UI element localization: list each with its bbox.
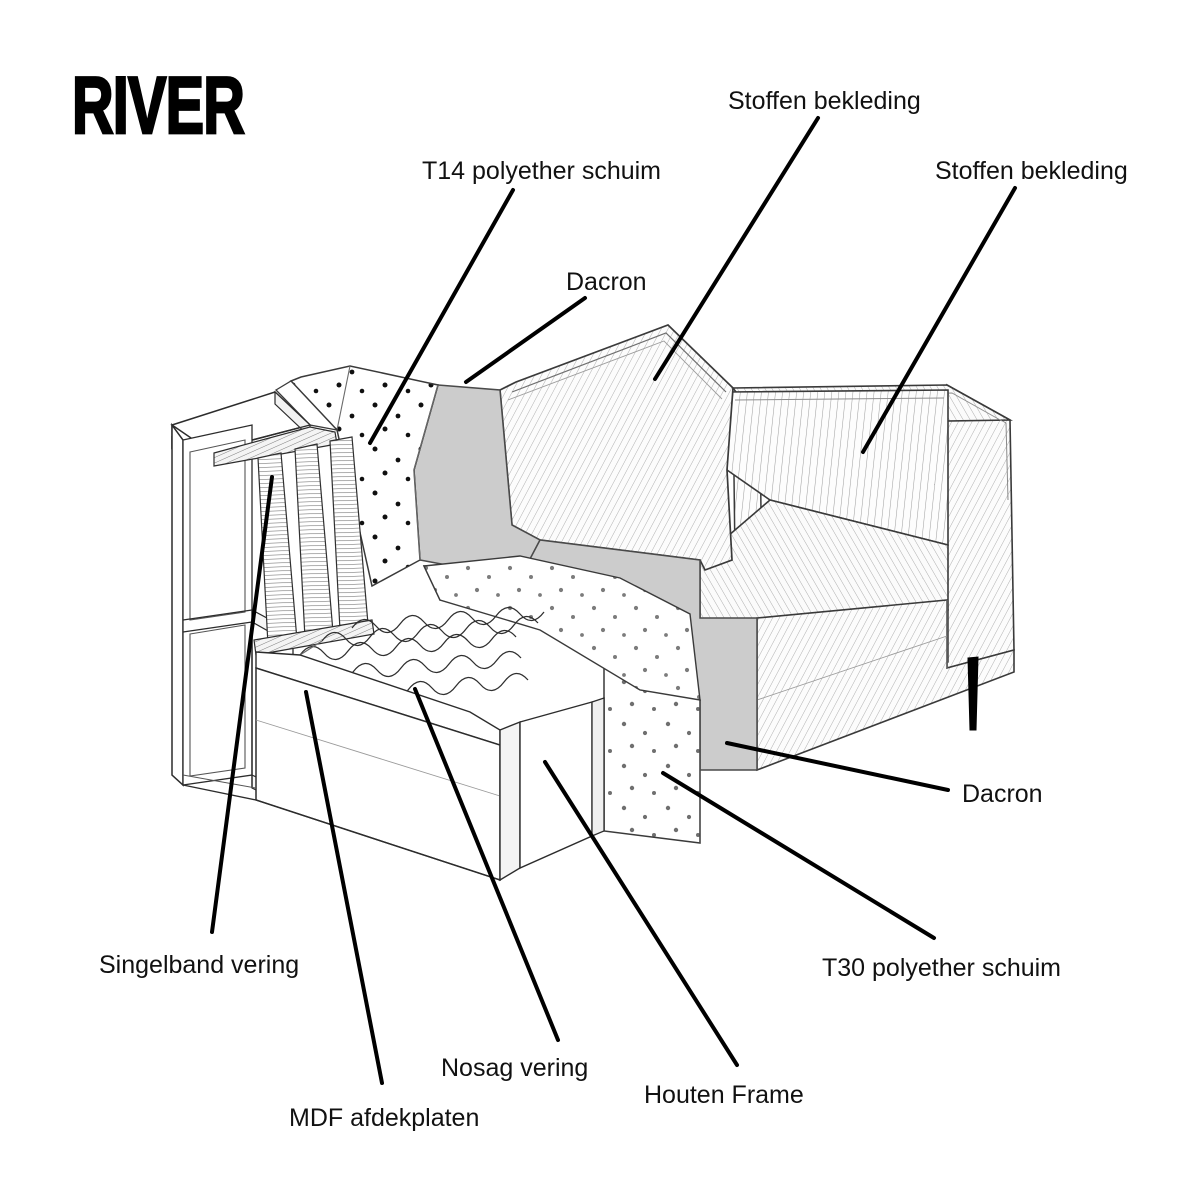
leader-line-t14-polyether-schuim <box>368 188 515 445</box>
callout-label-t30-polyether-schuim: T30 polyether schuim <box>822 954 1062 982</box>
callout-label-mdf-afdekplaten: MDF afdekplaten <box>289 1104 480 1132</box>
mdf-afdekplaten <box>182 651 605 882</box>
callout-label-dacron-bottom: Dacron <box>962 780 1043 808</box>
back-fabric-shell <box>499 324 734 572</box>
wooden-frame-back <box>170 390 312 809</box>
leader-line-t30-polyether-schuim <box>661 771 936 940</box>
leader-line-houten-frame <box>543 760 739 1067</box>
callout-label-houten-frame: Houten Frame <box>644 1081 804 1109</box>
callout-label-nosag-vering: Nosag vering <box>441 1054 589 1082</box>
leader-line-dacron-bottom <box>725 741 950 792</box>
leader-line-stoffen-bekleding-back <box>653 116 820 381</box>
seat-foam-top <box>422 555 701 701</box>
brand-title: RIVER <box>71 61 246 152</box>
leader-line-singelband-vering <box>210 475 274 934</box>
right-arm-upholstery <box>946 383 1015 670</box>
leader-line-stoffen-bekleding-arm <box>861 186 1017 454</box>
callout-label-stoffen-bekleding-arm: Stoffen bekleding <box>935 157 1128 185</box>
leader-lines-group <box>210 116 1017 1085</box>
callout-label-singelband-vering: Singelband vering <box>99 951 300 979</box>
leader-line-nosag-vering <box>413 687 560 1042</box>
callout-label-t14-polyether-schuim: T14 polyether schuim <box>422 157 662 185</box>
sofa-leg <box>967 656 979 731</box>
leader-line-mdf-afdekplaten <box>304 690 384 1085</box>
foam-skin-line <box>413 384 439 561</box>
callout-label-dacron-top: Dacron <box>566 268 647 296</box>
callout-label-stoffen-bekleding-back: Stoffen bekleding <box>728 87 921 115</box>
leader-line-dacron-top <box>464 296 587 384</box>
